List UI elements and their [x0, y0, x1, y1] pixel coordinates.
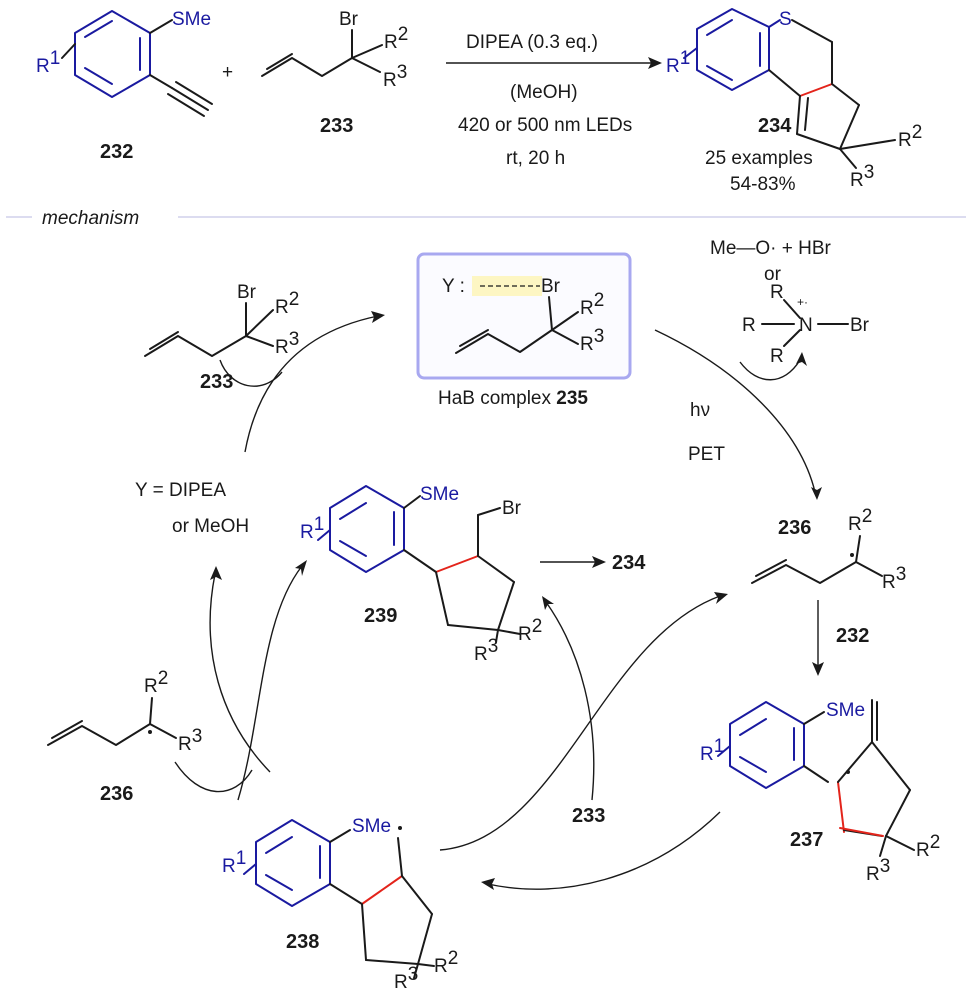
- hab-y: Y :: [442, 276, 465, 297]
- arrow-238-to-239: [237, 565, 303, 801]
- i237-r2: R2: [916, 832, 940, 861]
- intermediate-238: SMe R1 R2 R3 238: [222, 816, 458, 992]
- i238-r3: R3: [394, 964, 418, 992]
- substrate-232: R1 SMe 232: [36, 9, 213, 163]
- m233-r2: R2: [275, 289, 299, 318]
- condition-solvent: (MeOH): [510, 82, 578, 103]
- sme-label: SMe: [172, 9, 211, 30]
- l236-label: 236: [100, 783, 133, 805]
- i238-r1: R1: [222, 848, 246, 877]
- yield-range: 54-83%: [730, 174, 796, 195]
- i237-r1: R1: [700, 736, 724, 765]
- m233-label: 233: [200, 371, 233, 393]
- product-r3-label: R3: [850, 162, 874, 191]
- arrow-238-regen-236: [439, 595, 721, 851]
- condition-time: rt, 20 h: [506, 148, 565, 169]
- r3-label: R3: [383, 62, 407, 91]
- l236-r2: R2: [144, 668, 168, 697]
- hab-r3: R3: [580, 326, 604, 355]
- amine-r-bottom: R: [770, 346, 784, 367]
- i238-sme: SMe: [352, 816, 391, 837]
- arrow-to-hab: [244, 315, 379, 453]
- arrow-233-to-239: [545, 601, 595, 801]
- intermediate-239: SMe R1 Br R2 R3 239: [300, 484, 542, 665]
- byproduct-meo: Me—O· + HBr: [710, 238, 832, 259]
- r232-label: 232: [836, 625, 869, 647]
- l236-r3: R3: [178, 726, 202, 755]
- arrow-237-to-238: [487, 811, 721, 890]
- compound-234-label: 234: [758, 115, 792, 137]
- pet-label: PET: [688, 444, 725, 465]
- amine-r-top: R: [770, 282, 784, 303]
- y-definition-1: Y = DIPEA: [135, 480, 226, 501]
- arrow-233-in: [219, 359, 283, 387]
- radical-236-right: R2 R3 236: [751, 506, 906, 593]
- r236-r3: R3: [882, 564, 906, 593]
- amine-n: N: [799, 315, 813, 336]
- condition-base: DIPEA (0.3 eq.): [466, 32, 598, 53]
- m233-br: Br: [237, 282, 257, 303]
- m233-r3: R3: [275, 329, 299, 358]
- amine-br: Br: [850, 315, 870, 336]
- i238-label: 238: [286, 931, 319, 953]
- dipea-radical-cation: N +· R R R Br: [742, 282, 870, 367]
- r236-label: 236: [778, 517, 811, 539]
- arrow-byproduct-out: [739, 359, 801, 381]
- hab-r2: R2: [580, 290, 604, 319]
- product-s-label: S: [779, 9, 792, 30]
- i237-sme: SMe: [826, 700, 865, 721]
- byproduct-or: or: [764, 264, 782, 285]
- compound-232-label: 232: [100, 141, 133, 163]
- plus-sign: +: [222, 62, 233, 83]
- product-r1-label: R1: [666, 48, 690, 77]
- i239-r3: R3: [474, 636, 498, 665]
- hab-br: Br: [541, 276, 561, 297]
- condition-light: 420 or 500 nm LEDs: [458, 115, 632, 136]
- i239-label: 239: [364, 605, 397, 627]
- r1-label: R1: [36, 48, 60, 77]
- i239-r2: R2: [518, 616, 542, 645]
- i238-r2: R2: [434, 948, 458, 977]
- product-r2-label: R2: [898, 122, 922, 151]
- arrow-hab-to-236: [654, 329, 816, 493]
- mechanism-233: Br R2 R3 233: [144, 282, 299, 393]
- hab-complex-box: Y : Br R2 R3: [416, 252, 632, 380]
- intermediate-237: SMe R1 R2 R3 237: [700, 699, 940, 885]
- r2-label: R2: [384, 24, 408, 53]
- i237-label: 237: [790, 829, 823, 851]
- product-234: S R1 R2 R3 234 25 examples 54-83%: [666, 8, 922, 195]
- radical-236-left: R2 R3 236: [47, 668, 202, 805]
- reagent-233: Br R2 R3 233: [261, 9, 408, 137]
- amine-charge: +·: [797, 295, 808, 309]
- reaction-arrow: [446, 57, 662, 69]
- arrow-to-product: [540, 556, 606, 568]
- r236-r2: R2: [848, 506, 872, 535]
- mechanism-heading: mechanism: [42, 208, 139, 229]
- br-label: Br: [339, 9, 359, 30]
- arrow-236-in: [174, 761, 253, 793]
- i239-sme: SMe: [420, 484, 459, 505]
- amine-r-left: R: [742, 315, 756, 336]
- hab-caption: HaB complex 235: [438, 388, 588, 409]
- compound-233-label: 233: [320, 115, 353, 137]
- hv-label: hν: [690, 400, 710, 421]
- arrow-to-y: [209, 573, 271, 773]
- mechanism-arrows: [174, 311, 824, 890]
- i239-r1: R1: [300, 514, 324, 543]
- arrow-product-label: 234: [612, 552, 646, 574]
- y-definition-2: or MeOH: [172, 516, 249, 537]
- i237-r3: R3: [866, 856, 890, 885]
- examples-count: 25 examples: [705, 148, 813, 169]
- m233-mid-label: 233: [572, 805, 605, 827]
- i239-br: Br: [502, 498, 522, 519]
